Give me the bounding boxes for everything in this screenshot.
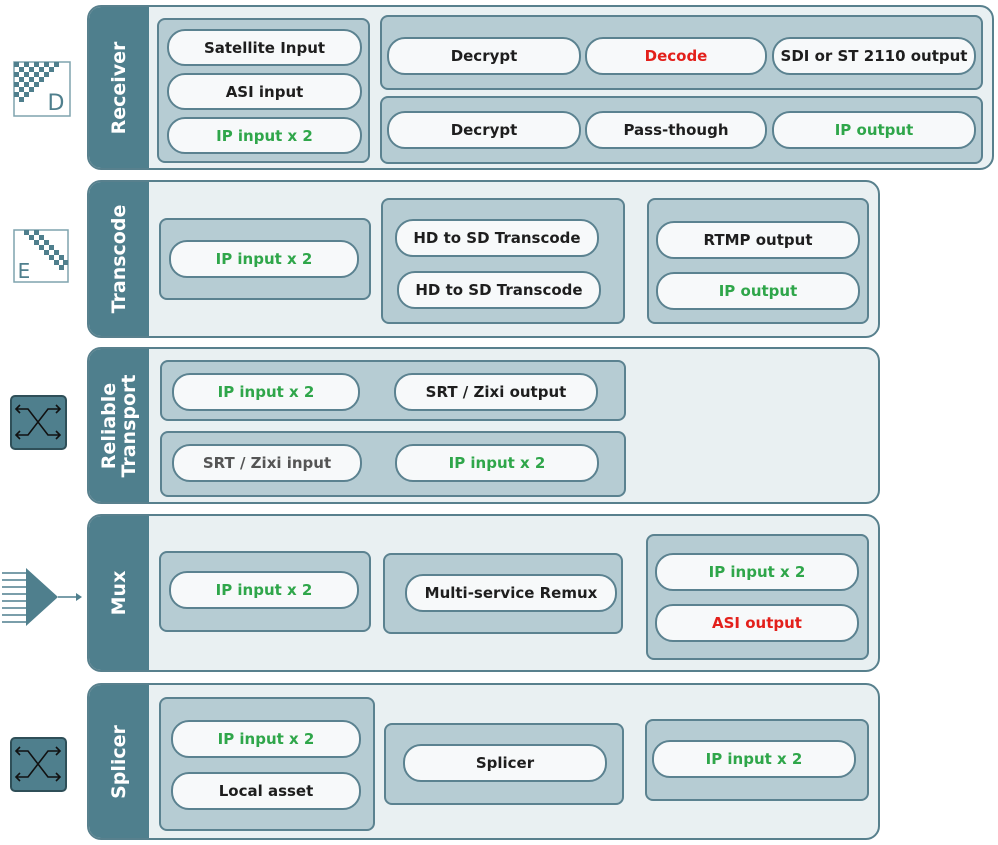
- asi-output-pill: ASI output: [655, 604, 859, 642]
- receiver-label: Receiver: [108, 41, 130, 134]
- transcode-label: Transcode: [108, 204, 130, 314]
- mux-input-group: IP input x 2: [159, 551, 371, 632]
- reliable-input-chain: SRT / Zixi input IP input x 2: [160, 431, 626, 497]
- mux-row: Mux IP input x 2 Multi-service Remux IP …: [87, 514, 880, 672]
- splicer-tab: Splicer: [89, 685, 149, 838]
- satellite-input-pill: Satellite Input: [167, 29, 362, 66]
- splicer-label: Splicer: [108, 724, 130, 799]
- asi-input-pill: ASI input: [167, 73, 362, 110]
- local-asset-pill: Local asset: [171, 772, 361, 810]
- splicer-process-group: Splicer: [384, 723, 624, 805]
- reliable-output-chain: IP input x 2 SRT / Zixi output: [160, 360, 626, 421]
- receiver-passthrough-chain: Decrypt Pass-though IP output: [380, 96, 983, 164]
- ip-input-pill: IP input x 2: [655, 553, 859, 591]
- splicer-row: Splicer IP input x 2 Local asset Splicer…: [87, 683, 880, 840]
- hd-to-sd-transcode-pill: HD to SD Transcode: [395, 219, 599, 257]
- pass-though-pill: Pass-though: [585, 111, 767, 149]
- sdi-output-pill: SDI or ST 2110 output: [772, 37, 976, 75]
- ip-output-pill: IP output: [772, 111, 976, 149]
- mux-output-group: IP input x 2 ASI output: [646, 534, 869, 660]
- splicer-output-group: IP input x 2: [645, 719, 869, 801]
- ip-input-pill: IP input x 2: [169, 240, 359, 278]
- transcode-output-group: RTMP output IP output: [647, 198, 869, 324]
- transcode-tab: Transcode: [89, 182, 149, 336]
- decrypt-pill: Decrypt: [387, 37, 581, 75]
- decoder-letter: D: [48, 91, 65, 116]
- crossover-arrows-icon: [10, 395, 67, 450]
- hd-to-sd-transcode-pill: HD to SD Transcode: [397, 271, 601, 309]
- receiver-input-group: Satellite Input ASI input IP input x 2: [157, 18, 370, 163]
- multiplexer-icon: [2, 568, 82, 626]
- decrypt-pill: Decrypt: [387, 111, 581, 149]
- ip-input-pill: IP input x 2: [169, 571, 359, 609]
- splicer-input-group: IP input x 2 Local asset: [159, 697, 375, 831]
- receiver-decode-chain: Decrypt Decode SDI or ST 2110 output: [380, 15, 983, 90]
- mux-label: Mux: [108, 570, 130, 616]
- ip-input-pill: IP input x 2: [171, 720, 361, 758]
- srt-zixi-input-pill: SRT / Zixi input: [172, 444, 362, 482]
- mux-tab: Mux: [89, 516, 149, 670]
- receiver-tab: Receiver: [89, 7, 149, 168]
- transcode-process-group: HD to SD Transcode HD to SD Transcode: [381, 198, 625, 324]
- mux-process-group: Multi-service Remux: [383, 553, 623, 634]
- transcode-row: Transcode IP input x 2 HD to SD Transcod…: [87, 180, 880, 338]
- decoder-d-icon: D: [13, 61, 71, 117]
- ip-input-pill: IP input x 2: [172, 373, 360, 411]
- encoder-letter: E: [18, 259, 31, 283]
- splicer-pill: Splicer: [403, 744, 607, 782]
- crossover-arrows-icon: [10, 737, 67, 792]
- reliable-transport-label: Reliable Transport: [98, 373, 140, 478]
- multi-service-remux-pill: Multi-service Remux: [405, 574, 617, 612]
- reliable-transport-tab: Reliable Transport: [89, 349, 149, 502]
- ip-input-pill: IP input x 2: [395, 444, 599, 482]
- srt-zixi-output-pill: SRT / Zixi output: [394, 373, 598, 411]
- reliable-transport-row: Reliable Transport IP input x 2 SRT / Zi…: [87, 347, 880, 504]
- receiver-row: Receiver Satellite Input ASI input IP in…: [87, 5, 994, 170]
- ip-output-pill: IP output: [656, 272, 860, 310]
- ip-input-pill: IP input x 2: [167, 117, 362, 154]
- ip-input-pill: IP input x 2: [652, 740, 856, 778]
- rtmp-output-pill: RTMP output: [656, 221, 860, 259]
- transcode-input-group: IP input x 2: [159, 218, 371, 300]
- decode-pill: Decode: [585, 37, 767, 75]
- encoder-e-icon: E: [13, 229, 69, 283]
